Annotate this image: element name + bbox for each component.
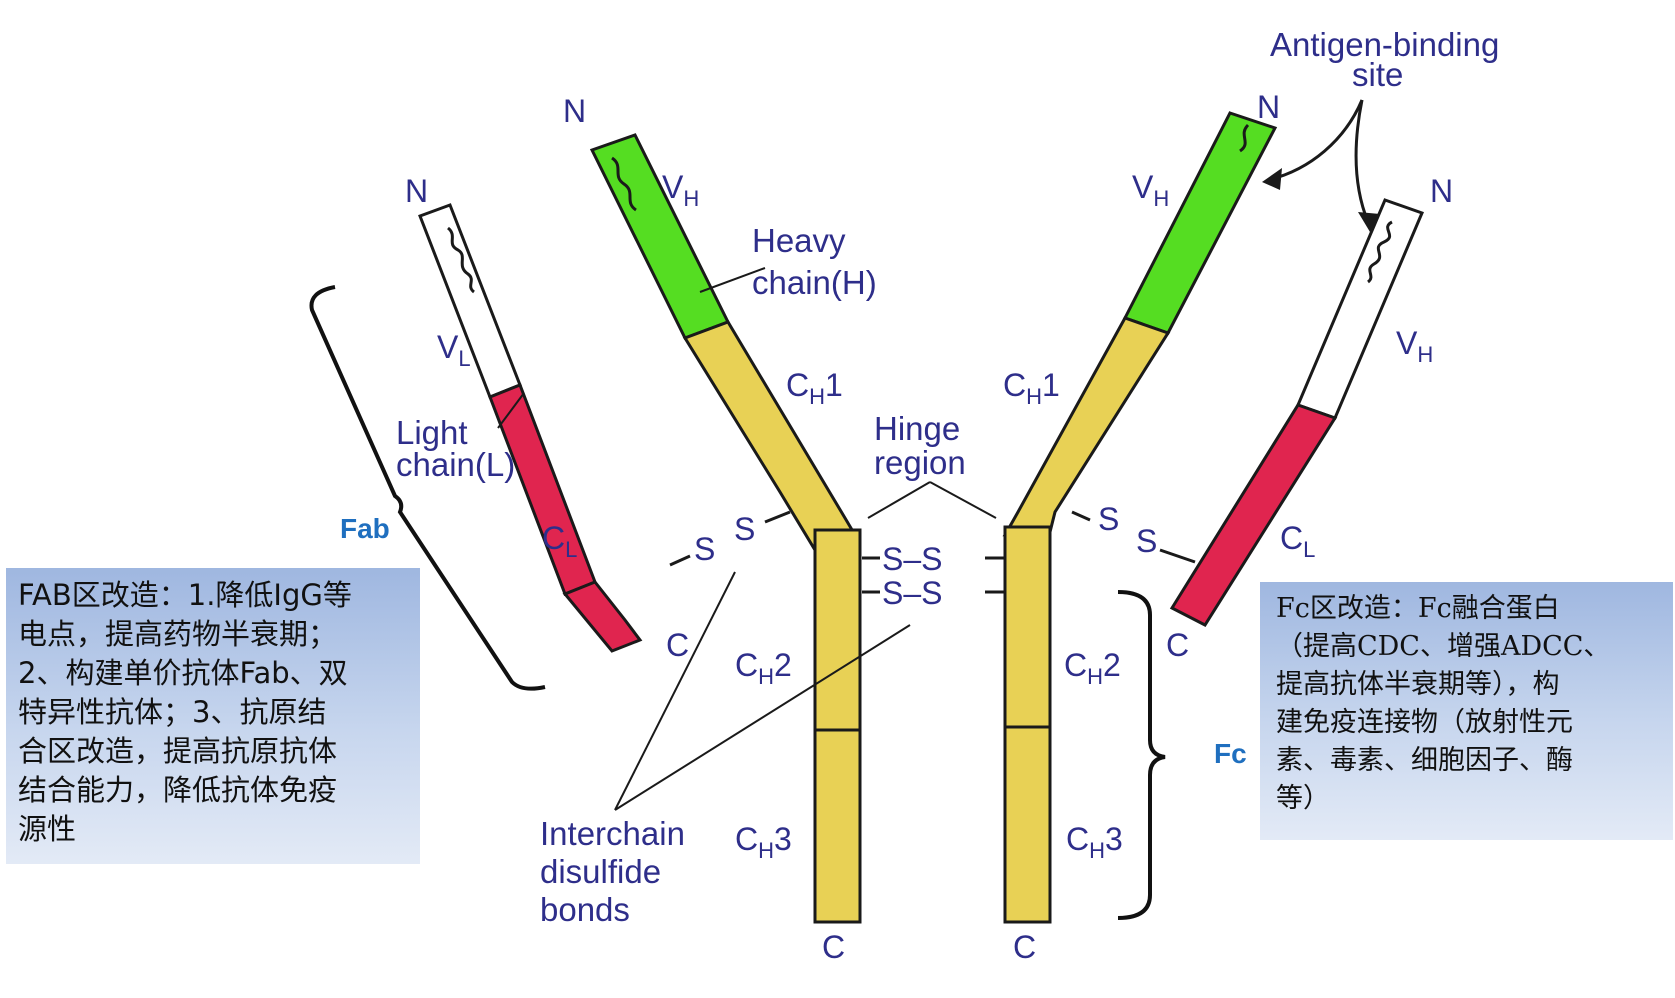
right-heavy-ch2-domain <box>1003 525 1052 729</box>
left-vh-label: VH <box>662 169 699 211</box>
fab-annotation: Fab <box>340 513 390 544</box>
left-heavy-c-terminus: C <box>822 929 845 965</box>
antigen-binding-arrows <box>1262 99 1380 232</box>
left-heavy-ch3-domain <box>813 728 862 924</box>
right-heavy-chain <box>1002 111 1278 924</box>
hinge-region-label: Hinge <box>874 410 960 447</box>
right-heavy-c-terminus: C <box>1013 929 1036 965</box>
disulfide-bonds <box>669 510 1196 594</box>
right-heavy-ch3-domain <box>1003 725 1052 924</box>
fc-note-line: 建免疫连接物（放射性元 <box>1276 707 1573 738</box>
right-light-constant-domain <box>1169 403 1338 627</box>
left-heavy-n-label: N <box>563 93 586 129</box>
left-heavy-ch1-domain <box>682 320 861 552</box>
interchain-label: Interchain <box>540 815 685 852</box>
hinge-ss-bond-top: S–S <box>882 541 942 577</box>
fab-note-line: 结合能力，降低抗体免疫 <box>18 773 338 807</box>
antigen-binding-site-label: Antigen-binding <box>1270 26 1499 63</box>
left-heavy-chain <box>589 133 862 924</box>
left-light-binding-wave <box>446 226 476 294</box>
light-chain-label: Light <box>396 414 468 451</box>
left-light-c-terminus: C <box>666 627 689 663</box>
right-cl-label: CL <box>1280 520 1315 562</box>
fab-bracket <box>309 285 546 691</box>
fab-note-line: 合区改造，提高抗原抗体 <box>18 734 338 768</box>
left-ss-bond-label-s2: S <box>734 511 755 547</box>
fc-modification-note: Fc区改造：Fc融合蛋白 （提高CDC、增强ADCC、 提高抗体半衰期等），构 … <box>1260 582 1673 840</box>
labels: N N N N VH VH VH VL Heavy chain(H) Light… <box>340 26 1499 965</box>
antigen-binding-site-label-line2: site <box>1352 56 1403 93</box>
left-heavy-binding-wave <box>611 156 637 212</box>
right-heavy-ch1-domain <box>1002 316 1171 542</box>
right-heavy-binding-wave <box>1239 123 1250 153</box>
pointer-lines <box>497 267 997 811</box>
fab-note-line: FAB区改造：1.降低IgG等 <box>18 578 352 612</box>
left-light-n-label: N <box>405 173 428 209</box>
fc-annotation: Fc <box>1214 738 1247 769</box>
right-light-variable-domain <box>1295 198 1425 420</box>
fc-note-line: 等） <box>1276 783 1330 814</box>
fab-note-line: 特异性抗体；3、抗原结 <box>18 695 327 729</box>
right-light-n-label: N <box>1430 173 1453 209</box>
fab-note-line: 源性 <box>18 812 77 846</box>
left-cl-label: CL <box>542 520 577 562</box>
right-ss-bond-label-s2: S <box>1136 523 1157 559</box>
left-light-constant-domain-lower <box>562 580 643 653</box>
fab-modification-note: FAB区改造：1.降低IgG等 电点，提高药物半衰期； 2、构建单价抗体Fab、… <box>6 568 420 864</box>
right-ss-bond-label-s1: S <box>1098 501 1119 537</box>
left-heavy-ch2-domain <box>813 528 862 732</box>
fc-note-line: Fc区改造：Fc融合蛋白 <box>1276 593 1560 624</box>
left-light-chain <box>418 203 643 653</box>
fc-note-line: 素、毒素、细胞因子、酶 <box>1276 745 1573 776</box>
fc-note-line: （提高CDC、增强ADCC、 <box>1276 631 1611 662</box>
heavy-chain-label: Heavy <box>752 222 846 259</box>
left-ch2-label: CH2 <box>735 647 792 689</box>
right-heavy-n-label: N <box>1257 89 1280 125</box>
right-ch2-label: CH2 <box>1064 647 1121 689</box>
heavy-chain-label-line2: chain(H) <box>752 264 877 301</box>
fc-note-line: 提高抗体半衰期等），构 <box>1276 669 1560 700</box>
fab-note-line: 2、构建单价抗体Fab、双 <box>18 656 348 690</box>
fab-note-line: 电点，提高药物半衰期； <box>18 617 338 651</box>
right-vh-lower-label: VH <box>1396 325 1433 367</box>
left-ch1-label: CH1 <box>786 367 843 409</box>
right-ch1-label: CH1 <box>1003 367 1060 409</box>
light-chain-label-line2: chain(L) <box>396 446 515 483</box>
left-ss-bond-label-s1: S <box>694 531 715 567</box>
hinge-region-label-line2: region <box>874 444 966 481</box>
interchain-label-line3: bonds <box>540 891 630 928</box>
hinge-ss-bond-bottom: S–S <box>882 575 942 611</box>
right-heavy-variable-domain <box>1122 111 1278 335</box>
right-ch3-label: CH3 <box>1066 821 1123 863</box>
fc-bracket <box>1117 590 1166 920</box>
right-light-chain <box>1169 198 1425 627</box>
right-vh-label: VH <box>1132 169 1169 211</box>
left-heavy-variable-domain <box>589 133 731 340</box>
left-ch3-label: CH3 <box>735 821 792 863</box>
interchain-label-line2: disulfide <box>540 853 661 890</box>
left-vl-label: VL <box>437 329 471 371</box>
right-light-c-terminus: C <box>1166 627 1189 663</box>
right-light-binding-wave <box>1366 220 1393 284</box>
